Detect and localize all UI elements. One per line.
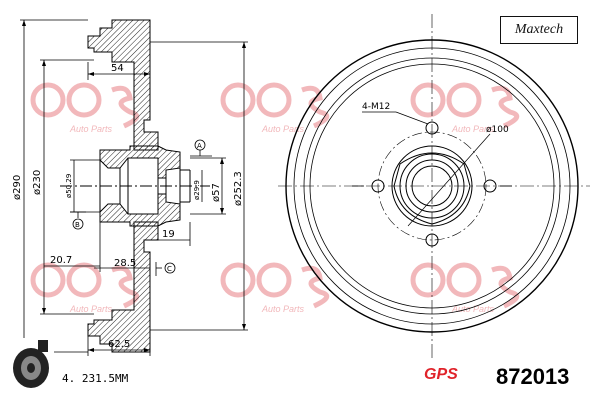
dim-pcd: ø100 <box>486 125 509 135</box>
dim-len62: 62.5 <box>108 339 130 350</box>
dim-d230: ø230 <box>32 170 43 195</box>
section-view <box>60 19 210 353</box>
datum-a-circle <box>194 139 206 151</box>
part-number: 872013 <box>496 364 570 389</box>
datum-c-label: C <box>167 265 172 273</box>
section-hub-bottom <box>99 193 181 227</box>
watermark-group <box>30 82 520 309</box>
dim-len19: 19 <box>162 229 175 240</box>
dim-d50: ø50.29 <box>65 174 73 198</box>
datum-b-label: B <box>75 221 80 229</box>
brake-disc-icon <box>8 338 54 392</box>
maxtech-logo-text: Maxtech <box>514 22 564 37</box>
section-top-wall <box>87 19 159 151</box>
datum-a-label: A <box>197 142 202 150</box>
watermark-sub-2: Auto Parts <box>261 124 305 134</box>
gps-logo-small: GPS <box>424 366 458 383</box>
dim-d290: ø290 <box>12 175 23 200</box>
dim-d57: ø57 <box>211 183 222 202</box>
watermark-sub-5: Auto Parts <box>261 304 305 314</box>
watermark-sub-3: Auto Parts <box>451 124 495 134</box>
front-view <box>278 14 590 358</box>
dim-bolt: 4-M12 <box>362 102 390 112</box>
section-dimensions <box>20 19 248 356</box>
watermark-sub-6: Auto Parts <box>451 304 495 314</box>
dim-len28: 28.5 <box>114 258 136 269</box>
dim-d252: ø252.3 <box>233 171 244 206</box>
datum-b-circle <box>72 218 84 230</box>
dim-len20: 20.7 <box>50 255 72 266</box>
maxtech-logo: Maxtech <box>500 16 578 44</box>
watermark-sub-4: Auto Parts <box>69 304 113 314</box>
thickness-label: 4. 231.5MM <box>62 372 129 385</box>
dim-width54: 54 <box>111 63 124 74</box>
dim-d29: ø29.9 <box>193 180 201 200</box>
section-hub-top <box>99 145 181 179</box>
watermark-sub-1: Auto Parts <box>69 124 113 134</box>
datum-c-circle <box>164 262 176 274</box>
